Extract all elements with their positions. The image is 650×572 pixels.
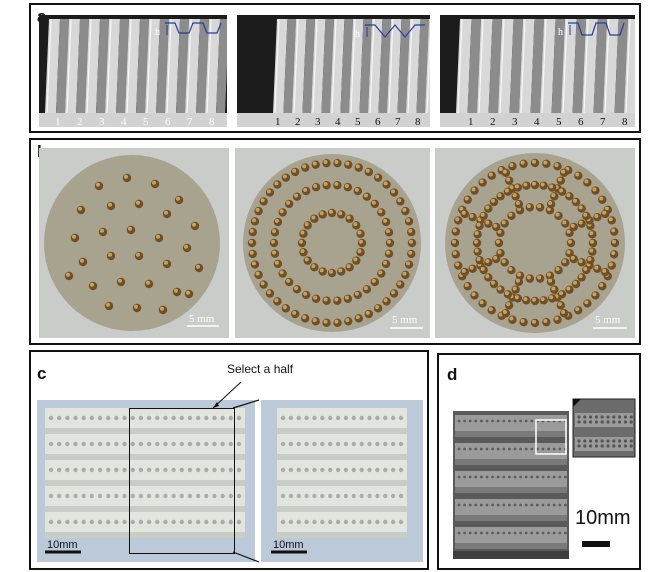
scale-label-d: 10mm	[575, 507, 631, 529]
selection-pointer-lines	[212, 381, 260, 563]
svg-text:6: 6	[578, 116, 584, 127]
plate-numbers-2: 1 2 3 4 5 6 7 8	[275, 116, 421, 127]
corrugated-plate-photo-3: h 1 2 3 4 5 6 7 8	[440, 15, 635, 127]
scale-bar-d	[582, 541, 610, 547]
h-label-2: h	[355, 29, 360, 40]
dimpled-sheet-half-photo: 10mm	[261, 400, 423, 562]
svg-text:7: 7	[395, 116, 401, 127]
svg-text:6: 6	[375, 116, 381, 127]
selection-box	[129, 408, 235, 554]
svg-text:5: 5	[355, 116, 361, 127]
svg-text:1: 1	[55, 116, 61, 127]
svg-text:8: 8	[209, 116, 215, 127]
scale-label-c1: 10mm	[47, 539, 78, 551]
dimpled-sheet-full-photo: 10mm	[37, 400, 255, 562]
disc-photo-2: 5 mm	[235, 148, 430, 338]
scale-label-b3: 5 mm	[595, 314, 621, 326]
panel-b: b 5 mm 5 mm 5 mm	[29, 138, 641, 345]
panel-label-d: d	[447, 365, 458, 384]
svg-text:1: 1	[468, 116, 474, 127]
svg-text:7: 7	[600, 116, 606, 127]
svg-text:5: 5	[556, 116, 562, 127]
svg-text:3: 3	[512, 116, 518, 127]
svg-text:3: 3	[99, 116, 105, 127]
svg-text:2: 2	[77, 116, 83, 127]
svg-text:2: 2	[295, 116, 301, 127]
corrugated-plate-photo-1: h 1 2 3 4 5 6 7 8	[39, 15, 227, 127]
svg-text:8: 8	[415, 116, 421, 127]
scale-label-c2: 10mm	[273, 539, 304, 551]
svg-text:1: 1	[275, 116, 281, 127]
select-half-annotation: Select a half	[227, 362, 294, 376]
scale-label-b1: 5 mm	[189, 313, 215, 325]
panel-label-c: c	[37, 364, 47, 383]
panel-c: c Select a half 10mm 10mm	[29, 350, 429, 570]
plate-numbers-3: 1 2 3 4 5 6 7 8	[468, 116, 628, 127]
corrugated-plate-photo-2: h 1 2 3 4 5 6 7 8	[237, 15, 430, 127]
h-label-1: h	[155, 27, 160, 38]
svg-text:3: 3	[315, 116, 321, 127]
disc-photo-3: 5 mm	[435, 148, 635, 338]
svg-text:6: 6	[165, 116, 171, 127]
svg-text:4: 4	[335, 116, 341, 127]
panel-a: a h 1 2 3 4 5 6 7 8	[29, 3, 641, 133]
disc-photo-1: 5 mm	[39, 148, 229, 338]
svg-text:4: 4	[534, 116, 540, 127]
svg-text:5: 5	[143, 116, 149, 127]
svg-text:4: 4	[121, 116, 127, 127]
svg-text:2: 2	[490, 116, 496, 127]
h-label-3: h	[558, 27, 563, 38]
panel-d: d 10mm	[437, 353, 641, 570]
scale-label-b2: 5 mm	[392, 314, 418, 326]
svg-text:7: 7	[187, 116, 193, 127]
plate-numbers-1: 1 2 3 4 5 6 7 8	[55, 116, 215, 127]
rendered-structure	[453, 398, 636, 559]
svg-text:8: 8	[622, 116, 628, 127]
